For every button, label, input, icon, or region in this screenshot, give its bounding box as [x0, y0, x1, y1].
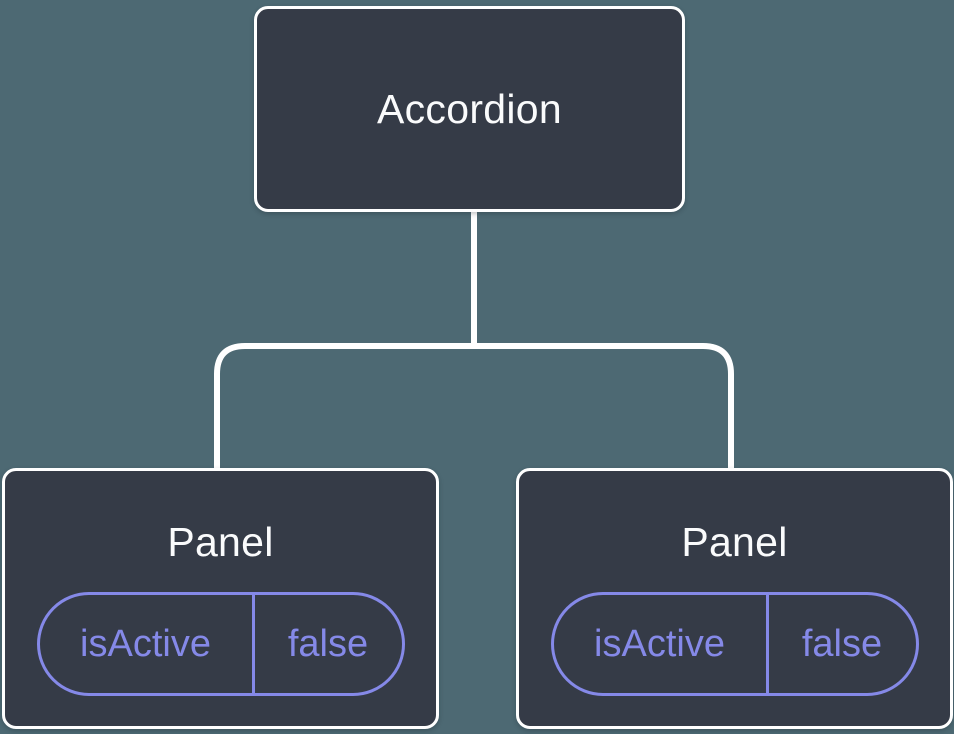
- state-value-cell: false: [801, 623, 883, 665]
- connector-bracket: [214, 343, 734, 470]
- panel-node-right: Panel isActive false: [516, 468, 953, 729]
- accordion-node-label: Accordion: [376, 85, 563, 132]
- state-pill: isActive false: [550, 592, 919, 696]
- state-name-cell: isActive: [554, 595, 769, 693]
- panel-node-left: Panel isActive false: [2, 468, 439, 729]
- state-pill: isActive false: [36, 592, 405, 696]
- state-name-cell: isActive: [40, 595, 255, 693]
- panel-node-label: Panel: [681, 519, 788, 565]
- state-value-cell: false: [287, 623, 369, 665]
- accordion-node: Accordion: [254, 6, 685, 212]
- panel-node-label: Panel: [167, 519, 274, 565]
